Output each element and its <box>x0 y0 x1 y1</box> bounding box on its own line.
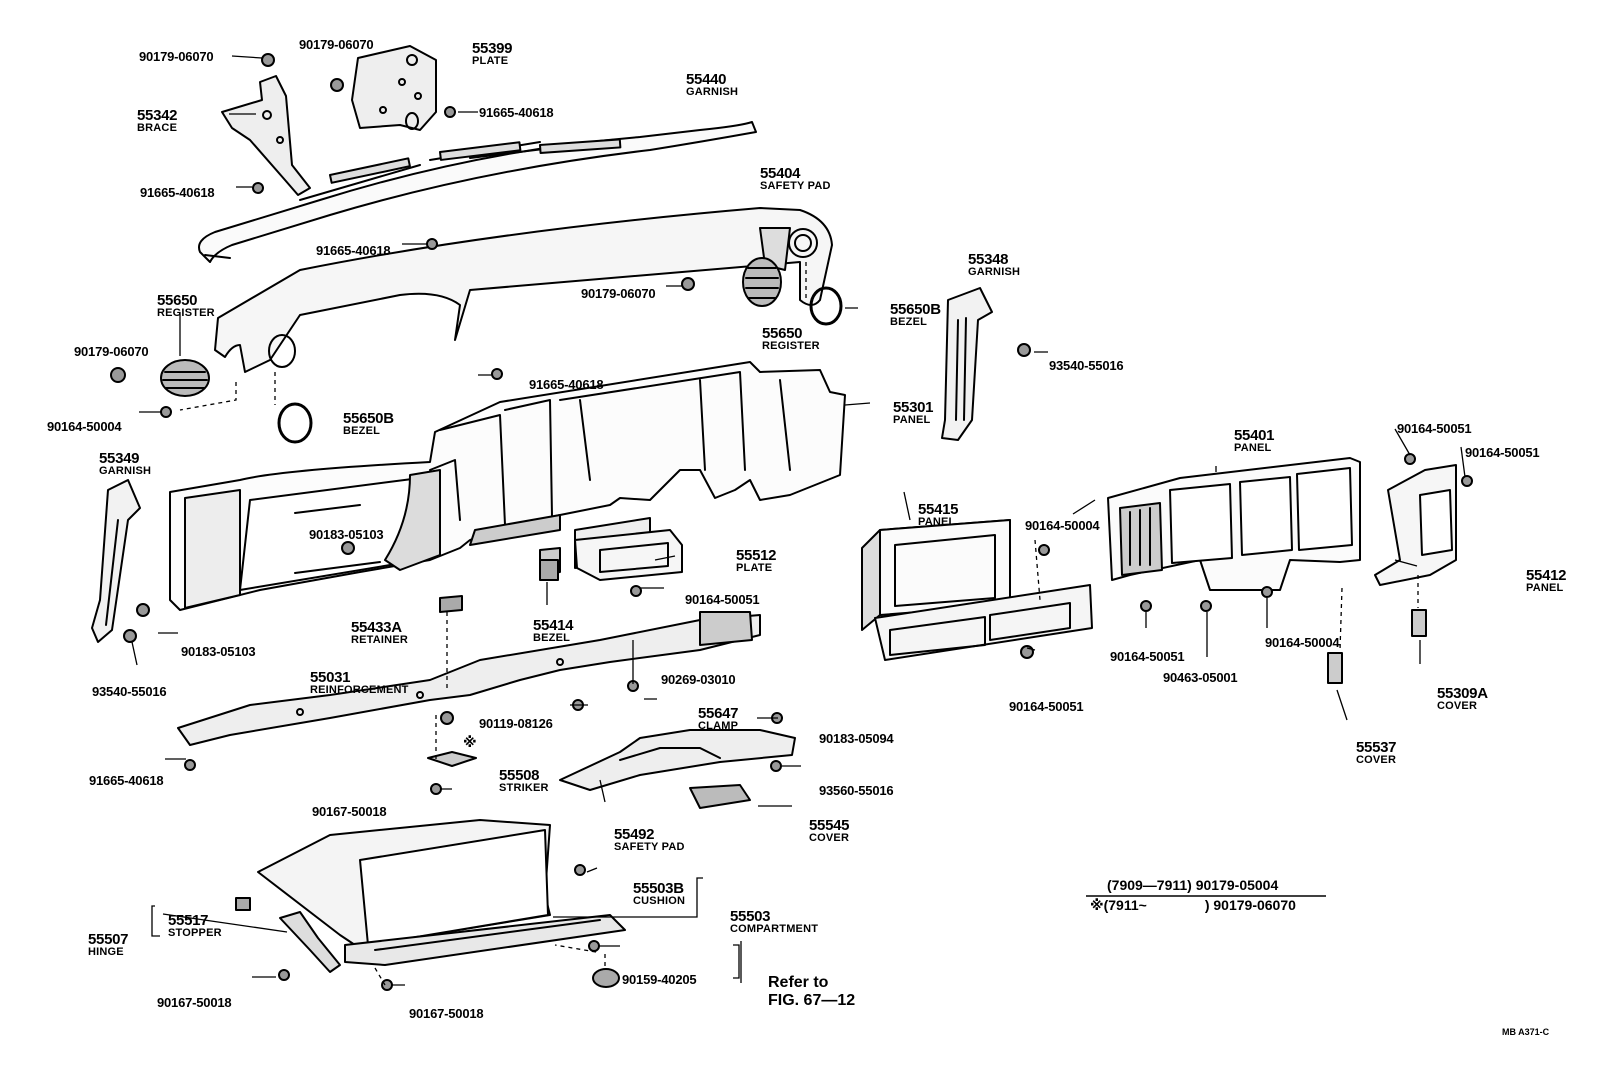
retainer-55433A-shape <box>439 595 463 613</box>
fastener-label: 91665-40618 <box>316 243 391 258</box>
lock-cylinder-shape <box>592 968 620 988</box>
panel-55301-shape <box>169 361 846 611</box>
fastener-label: 91665-40618 <box>89 773 164 788</box>
register-55650-left-shape <box>160 359 210 397</box>
garnish-55440-shape <box>198 121 757 263</box>
stopper-55517-shape <box>235 897 251 911</box>
fastener-label: 93540-55016 <box>92 684 167 699</box>
cover-55309A-shape <box>1411 609 1427 637</box>
asterisk-mark: ※ <box>463 734 477 750</box>
fastener-label: 90164-50051 <box>1465 445 1540 460</box>
figure-reference: Refer to FIG. 67—12 <box>768 974 855 1011</box>
fastener-label: 90183-05103 <box>181 644 256 659</box>
fastener-label: 90179-06070 <box>299 37 374 52</box>
register-55650-right-shape <box>742 257 782 307</box>
cover-55537-shape <box>1327 652 1343 684</box>
reference-line-1: Refer to <box>768 974 829 991</box>
fastener-label: 90183-05103 <box>309 527 384 542</box>
fastener-label: 90164-50051 <box>1397 421 1472 436</box>
fastener-label: 93560-55016 <box>819 783 894 798</box>
compartment-55503-shape <box>257 819 626 966</box>
fastener-label: 90269-03010 <box>661 672 736 687</box>
fastener-label: 90164-50004 <box>47 419 122 434</box>
fastener-label: 93540-55016 <box>1049 358 1124 373</box>
garnish-55348-shape <box>941 287 993 441</box>
fastener-label: 90164-50051 <box>685 592 760 607</box>
plate-55399-shape <box>351 45 437 131</box>
note-close-2: ) <box>1204 897 1210 913</box>
fastener-label: 90159-40205 <box>622 972 697 987</box>
fastener-label: 90179-06070 <box>581 286 656 301</box>
fastener-label: 90167-50018 <box>312 804 387 819</box>
panel-55412-shape <box>1374 464 1457 586</box>
fastener-label: 90179-06070 <box>139 49 214 64</box>
fastener-label: 90119-08126 <box>479 716 553 731</box>
fastener-label: 91665-40618 <box>529 377 604 392</box>
panel-55415-shape <box>861 519 1093 661</box>
brace-55342-shape <box>221 75 311 196</box>
striker-55508-shape <box>427 751 477 767</box>
bezel-55414-shape <box>539 559 559 581</box>
fastener-label: 91665-40618 <box>140 185 215 200</box>
note-part-1: 90179-05004 <box>1195 877 1279 893</box>
fastener-label: 90167-50018 <box>157 995 232 1010</box>
figure-code: MB A371-C <box>1502 1027 1550 1037</box>
fastener-label: 90463-05001 <box>1163 670 1238 685</box>
garnish-55349-shape <box>91 479 141 643</box>
fastener-label: 90164-50051 <box>1009 699 1084 714</box>
bezel-55650B-right-shape <box>809 286 843 326</box>
fastener-label: 90179-06070 <box>74 344 149 359</box>
hinge-55507-shape <box>279 911 341 973</box>
fastener-label: 90164-50004 <box>1025 518 1100 533</box>
note-line-2: ※(7911~) 90179-06070 <box>1090 898 1296 912</box>
fastener-label: 90164-50004 <box>1265 635 1340 650</box>
fastener-label: 90167-50018 <box>409 1006 484 1021</box>
bezel-55650B-left-shape <box>277 402 313 444</box>
fastener-label: 90164-50051 <box>1110 649 1185 664</box>
note-part-2: 90179-06070 <box>1213 897 1296 913</box>
panel-55401-shape <box>1107 457 1361 591</box>
note-range-2: ※(7911~ <box>1090 897 1147 913</box>
cover-55545-shape <box>689 784 751 809</box>
fastener-label: 90183-05094 <box>819 731 894 746</box>
safety-pad-55492-shape <box>559 729 796 791</box>
reinforcement-55031-shape <box>177 611 761 746</box>
fastener-label: 91665-40618 <box>479 105 554 120</box>
note-range-1: (7909—7911) <box>1107 877 1192 893</box>
reference-line-2: FIG. 67—12 <box>768 992 856 1010</box>
plate-55512-shape <box>574 529 683 581</box>
safety-pad-55404-shape <box>214 207 833 373</box>
note-line-1: (7909—7911) 90179-05004 <box>1107 878 1278 892</box>
